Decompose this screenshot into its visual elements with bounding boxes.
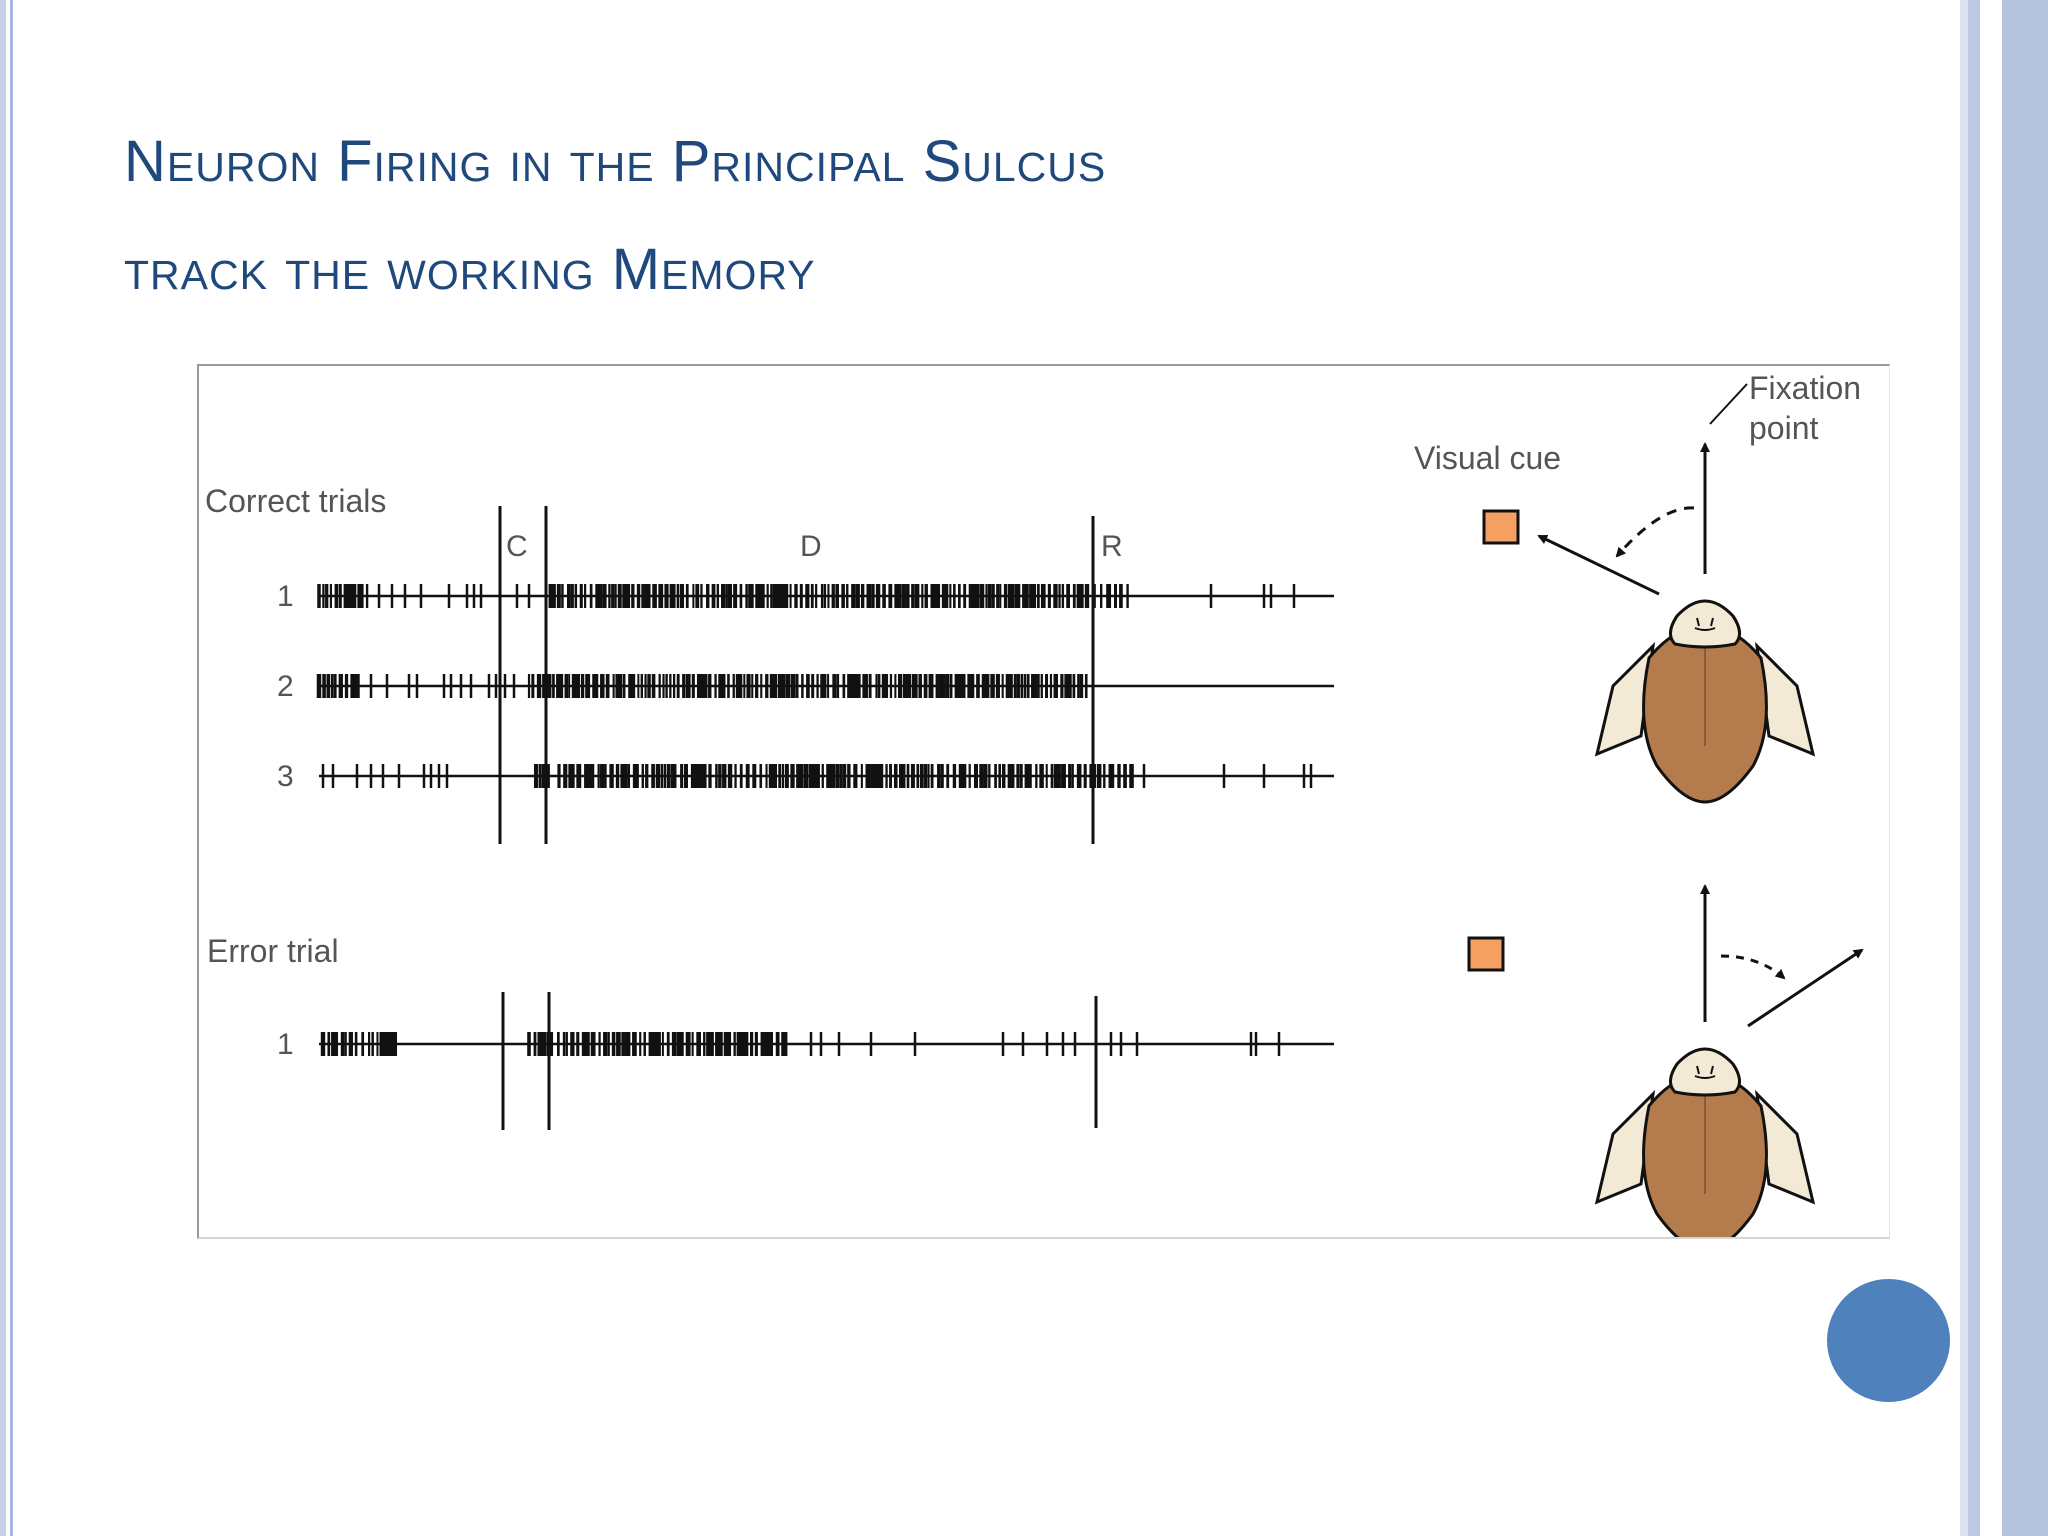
visual-cue-square-error xyxy=(1467,936,1505,972)
right-border-stripe xyxy=(1968,0,1980,1536)
right-border-stripe-outer xyxy=(2002,0,2048,1536)
trial-number-2: 2 xyxy=(277,670,294,703)
period-label-c: C xyxy=(506,530,528,563)
fixation-label-line1: Fixation xyxy=(1749,370,1861,406)
spike-raster-error-1 xyxy=(320,1032,1281,1056)
fixation-pointer-line xyxy=(1709,383,1748,425)
error-trial-number-1: 1 xyxy=(277,1028,294,1061)
slide-title: Neuron Firing in the Principal Sulcus tr… xyxy=(124,108,1824,324)
fixation-label-line2: point xyxy=(1749,410,1819,446)
saccade-arrow-left xyxy=(1537,534,1660,596)
period-label-d: D xyxy=(800,530,822,563)
nose-detail xyxy=(1694,617,1716,631)
slide-title-line-1: Neuron Firing in the Principal Sulcus xyxy=(124,129,1107,194)
dashed-curve-arrow-left xyxy=(1615,506,1695,558)
correct-trials-label: Correct trials xyxy=(205,483,386,519)
monkey-head-correct xyxy=(1594,599,1816,804)
snout xyxy=(1669,599,1741,649)
nose-detail xyxy=(1694,1065,1716,1079)
left-border-stripe xyxy=(0,0,6,1536)
monkey-head-error xyxy=(1594,1047,1816,1237)
spike-raster-correct-2 xyxy=(316,674,1088,698)
error-trial-label: Error trial xyxy=(207,933,339,969)
slide-decoration-circle xyxy=(1827,1279,1950,1402)
snout xyxy=(1669,1047,1741,1097)
slide-title-line-2: track the working Memory xyxy=(124,237,816,302)
spike-raster-correct-1 xyxy=(317,584,1296,608)
visual-cue-label: Visual cue xyxy=(1414,440,1561,476)
visual-cue-square xyxy=(1482,509,1520,545)
neuron-firing-figure: Correct trials Error trial C D R 1 2 3 1… xyxy=(197,364,1890,1239)
right-border-gap xyxy=(1980,0,2002,1536)
trial-number-1: 1 xyxy=(277,580,294,613)
figure-canvas: Correct trials Error trial C D R 1 2 3 1… xyxy=(205,370,1864,1237)
right-border-stripe xyxy=(1960,0,1968,1536)
left-border-stripe-inner xyxy=(10,0,13,1536)
trial-number-3: 3 xyxy=(277,760,294,793)
spike-raster-correct-3 xyxy=(321,764,1313,788)
period-label-r: R xyxy=(1101,530,1123,563)
saccade-arrow-right xyxy=(1747,948,1864,1028)
dashed-curve-arrow-right xyxy=(1720,954,1786,980)
